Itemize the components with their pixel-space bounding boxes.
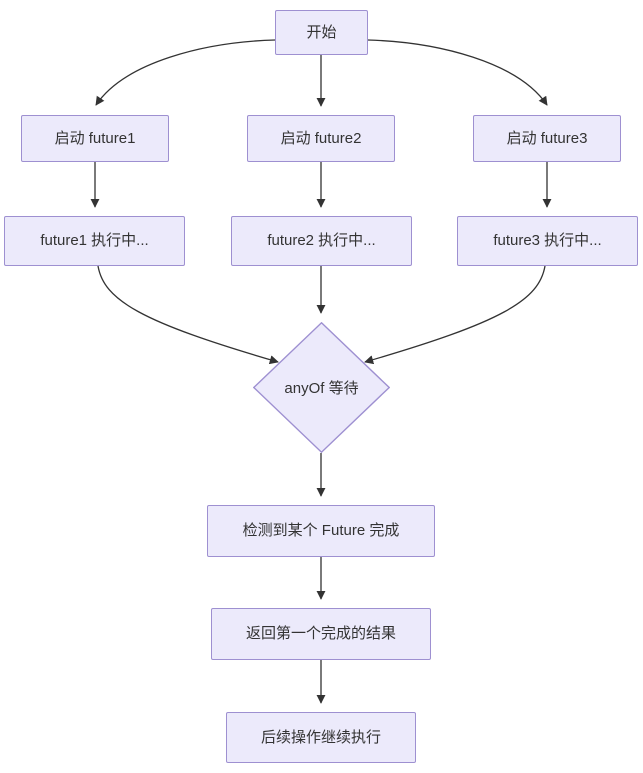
edge-running3-to-anyof [364, 265, 546, 365]
node-return-first-result-label: 返回第一个完成的结果 [245, 625, 396, 642]
node-continue-subsequent-ops[interactable]: 后续操作继续执行 [226, 712, 416, 763]
node-start-future2-label: 启动 future2 [280, 129, 362, 147]
node-anyof-wait-label: anyOf 等待 [284, 380, 359, 397]
node-future1-running[interactable]: future1 执行中... [4, 216, 185, 266]
node-anyof-wait[interactable]: anyOf 等待 [253, 322, 390, 453]
node-start-future1[interactable]: 启动 future1 [21, 115, 169, 162]
edge-start-to-start-future3 [367, 39, 548, 106]
node-future1-running-label: future1 执行中... [40, 232, 149, 249]
node-start-future2[interactable]: 启动 future2 [247, 115, 395, 162]
edge-running1-to-anyof [97, 265, 279, 365]
node-future3-running-label: future3 执行中... [493, 232, 602, 249]
node-detect-future-complete[interactable]: 检测到某个 Future 完成 [207, 505, 435, 557]
node-future2-running-label: future2 执行中... [267, 232, 376, 249]
node-continue-subsequent-ops-label: 后续操作继续执行 [260, 728, 381, 746]
edge-start-to-start-future1 [95, 39, 276, 106]
diamond-shape [253, 322, 390, 453]
node-start-future3[interactable]: 启动 future3 [473, 115, 621, 162]
node-return-first-result[interactable]: 返回第一个完成的结果 [211, 608, 431, 660]
node-start-future3-label: 启动 future3 [506, 129, 588, 147]
node-future2-running[interactable]: future2 执行中... [231, 216, 412, 266]
node-start-future1-label: 启动 future1 [54, 129, 136, 147]
node-future3-running[interactable]: future3 执行中... [457, 216, 638, 266]
node-detect-future-complete-label: 检测到某个 Future 完成 [242, 522, 400, 539]
node-start[interactable]: 开始 [275, 10, 368, 55]
node-start-label: 开始 [306, 23, 337, 41]
